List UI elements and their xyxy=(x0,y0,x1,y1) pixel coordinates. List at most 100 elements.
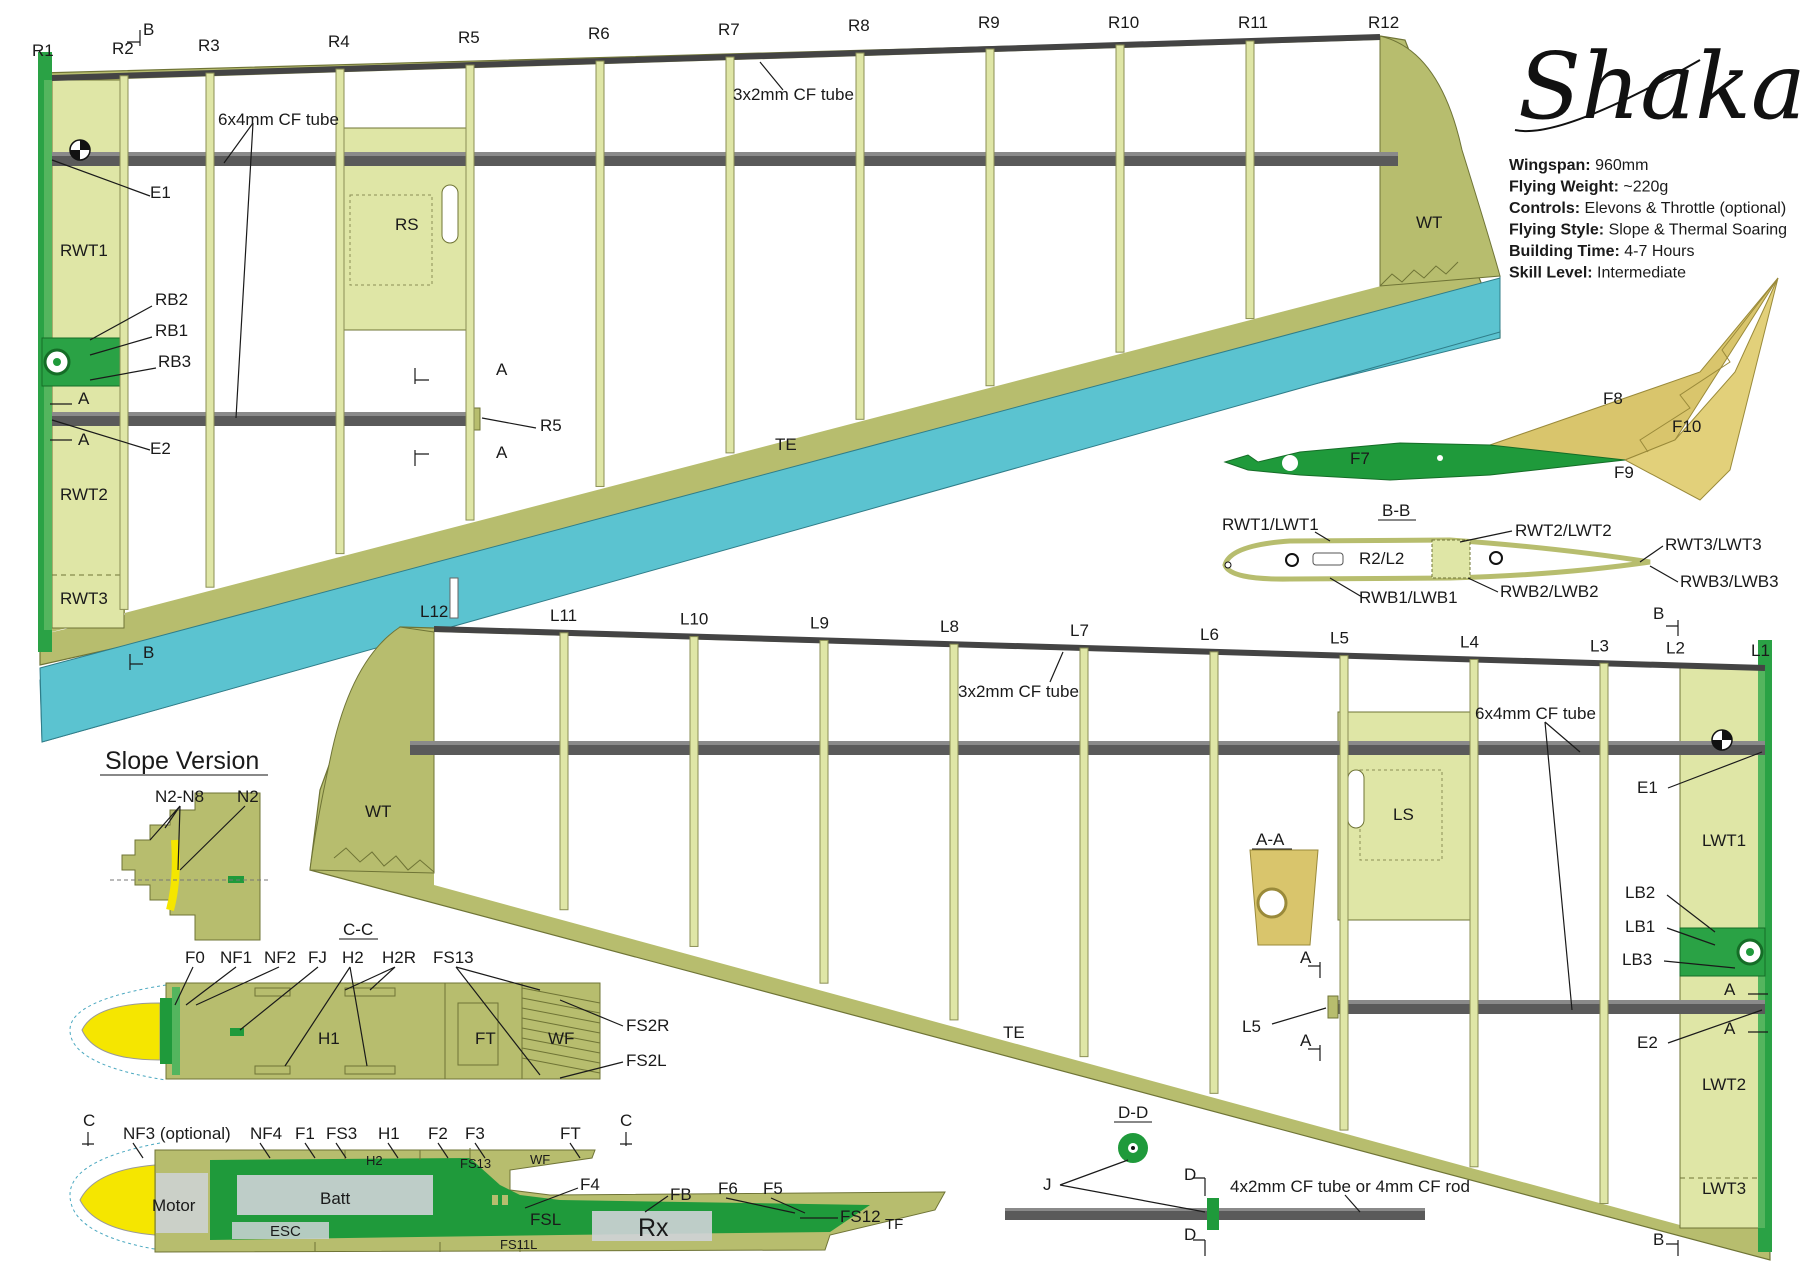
rib-l5 xyxy=(1339,655,1349,1131)
spec-row: Building Time: 4-7 Hours xyxy=(1509,243,1695,260)
slope-title: Slope Version xyxy=(105,747,259,775)
cc-label-nf2: NF2 xyxy=(264,948,296,967)
label-l5-callout: L5 xyxy=(1242,1017,1261,1036)
cc-label-f0: F0 xyxy=(185,948,205,967)
label-rwb2-lwb2: RWB2/LWB2 xyxy=(1500,582,1599,601)
label-rb1: RB1 xyxy=(155,321,188,340)
rib-label-l6: L6 xyxy=(1200,625,1219,644)
spec-row: Wingspan: 960mm xyxy=(1509,157,1648,174)
rib-r10 xyxy=(1115,44,1125,353)
section-dd-title: D-D xyxy=(1118,1103,1148,1122)
label-rwt1: RWT1 xyxy=(60,241,108,260)
rib-label-l2: L2 xyxy=(1666,639,1685,658)
fuse-label-2: F1 xyxy=(295,1124,315,1143)
label-f8: F8 xyxy=(1603,389,1623,408)
rib-r7 xyxy=(725,56,735,454)
rib-label-r9: R9 xyxy=(978,13,1000,32)
rib-r11 xyxy=(1245,40,1255,320)
rib-l3 xyxy=(1599,662,1609,1205)
spec-row: Skill Level: Intermediate xyxy=(1509,265,1686,282)
fuse-leader xyxy=(304,1142,316,1159)
rib-label-r2: R2 xyxy=(112,39,134,58)
fuse-leader xyxy=(132,1142,144,1159)
section-bb: B-B RWT1/LWT1 RWT2/LWT2 RWT3/LWT3 RWB3/L… xyxy=(1222,501,1779,607)
label-cut-a5: A xyxy=(1724,980,1736,999)
label-cut-b-bottom-left: B xyxy=(1653,1230,1664,1249)
label-f7: F7 xyxy=(1350,449,1370,468)
fuse-leader xyxy=(474,1142,486,1159)
label-cut-a3: A xyxy=(496,360,508,379)
fuse-label-4: H1 xyxy=(378,1124,400,1143)
fuse-label-7: FT xyxy=(560,1124,581,1143)
label-rwb3-lwb3: RWB3/LWB3 xyxy=(1680,572,1779,591)
label-left-main-tube: 6x4mm CF tube xyxy=(1475,704,1596,723)
label-batt: Batt xyxy=(320,1189,351,1208)
label-fs2r: FS2R xyxy=(626,1016,669,1035)
cc-label-fj: FJ xyxy=(308,948,327,967)
right-elevon-body xyxy=(39,277,1501,743)
rib-label-r7: R7 xyxy=(718,20,740,39)
rib-label-r5: R5 xyxy=(458,28,480,47)
rib-r6 xyxy=(595,60,605,487)
spec-label: Wingspan: xyxy=(1509,157,1591,174)
left-wingtip-wt xyxy=(309,626,435,874)
fuse-leader xyxy=(437,1142,449,1159)
label-rwt2: RWT2 xyxy=(60,485,108,504)
spec-label: Flying Weight: xyxy=(1509,179,1619,196)
label-left-le-tube: 3x2mm CF tube xyxy=(958,682,1079,701)
label-rwt1-lwt1: RWT1/LWT1 xyxy=(1222,515,1319,534)
slope-version: Slope Version N2-N8 N2 xyxy=(100,747,270,941)
label-wt-right: WT xyxy=(1416,213,1442,232)
label-right-le-tube: 3x2mm CF tube xyxy=(733,85,854,104)
label-rwt2-lwt2: RWT2/LWT2 xyxy=(1515,521,1612,540)
label-lb3: LB3 xyxy=(1622,950,1652,969)
right-wing-ribs xyxy=(119,40,1255,610)
fuse-label-5: F2 xyxy=(428,1124,448,1143)
fuse-label-3: FS3 xyxy=(326,1124,357,1143)
right-wing xyxy=(38,34,1501,743)
label-te-right: TE xyxy=(775,435,797,454)
cc-nose-cone xyxy=(81,1002,161,1061)
fin-f7 xyxy=(1223,442,1626,481)
label-fs-fs13: FS13 xyxy=(460,1156,491,1171)
label-cut-a2: A xyxy=(78,430,90,449)
label-lb1: LB1 xyxy=(1625,917,1655,936)
spec-label: Controls: xyxy=(1509,200,1580,217)
fuse-leader xyxy=(387,1142,399,1159)
rib-label-r3: R3 xyxy=(198,36,220,55)
label-r5-callout: R5 xyxy=(540,416,562,435)
rib-r9 xyxy=(985,48,995,387)
rib-l7 xyxy=(1079,647,1089,1058)
label-cut-a8: A xyxy=(1300,1031,1312,1050)
label-lwt3: LWT3 xyxy=(1702,1179,1746,1198)
label-fs-h2: H2 xyxy=(366,1153,383,1168)
left-leading-edge-tube xyxy=(433,626,1766,671)
cc-label-h2r: H2R xyxy=(382,948,416,967)
spec-value: 4-7 Hours xyxy=(1620,243,1695,260)
label-d-top: D xyxy=(1184,1165,1196,1184)
left-wing xyxy=(309,577,1772,1261)
fuse-label-1: NF4 xyxy=(250,1124,282,1143)
rib-l11 xyxy=(559,632,569,911)
rib-label-r1: R1 xyxy=(32,41,54,60)
spec-row: Flying Style: Slope & Thermal Soaring xyxy=(1509,222,1787,239)
label-j: J xyxy=(1043,1175,1052,1194)
rib-l6 xyxy=(1209,651,1219,1094)
rib-label-l10: L10 xyxy=(680,610,708,629)
rib-l8 xyxy=(949,643,959,1021)
section-cc-title: C-C xyxy=(343,920,373,939)
label-fs-tf: TF xyxy=(885,1216,903,1233)
right-wingtip-wt xyxy=(1379,35,1501,287)
label-cc-ft: FT xyxy=(475,1029,496,1048)
label-cut-a4: A xyxy=(496,443,508,462)
battery-box xyxy=(237,1175,433,1215)
rib-label-l3: L3 xyxy=(1590,636,1609,655)
label-cut-a1: A xyxy=(78,389,90,408)
left-wing-ribs xyxy=(559,632,1609,1205)
rib-label-r8: R8 xyxy=(848,16,870,35)
label-c-left: C xyxy=(83,1111,95,1130)
rx-box xyxy=(592,1211,712,1241)
